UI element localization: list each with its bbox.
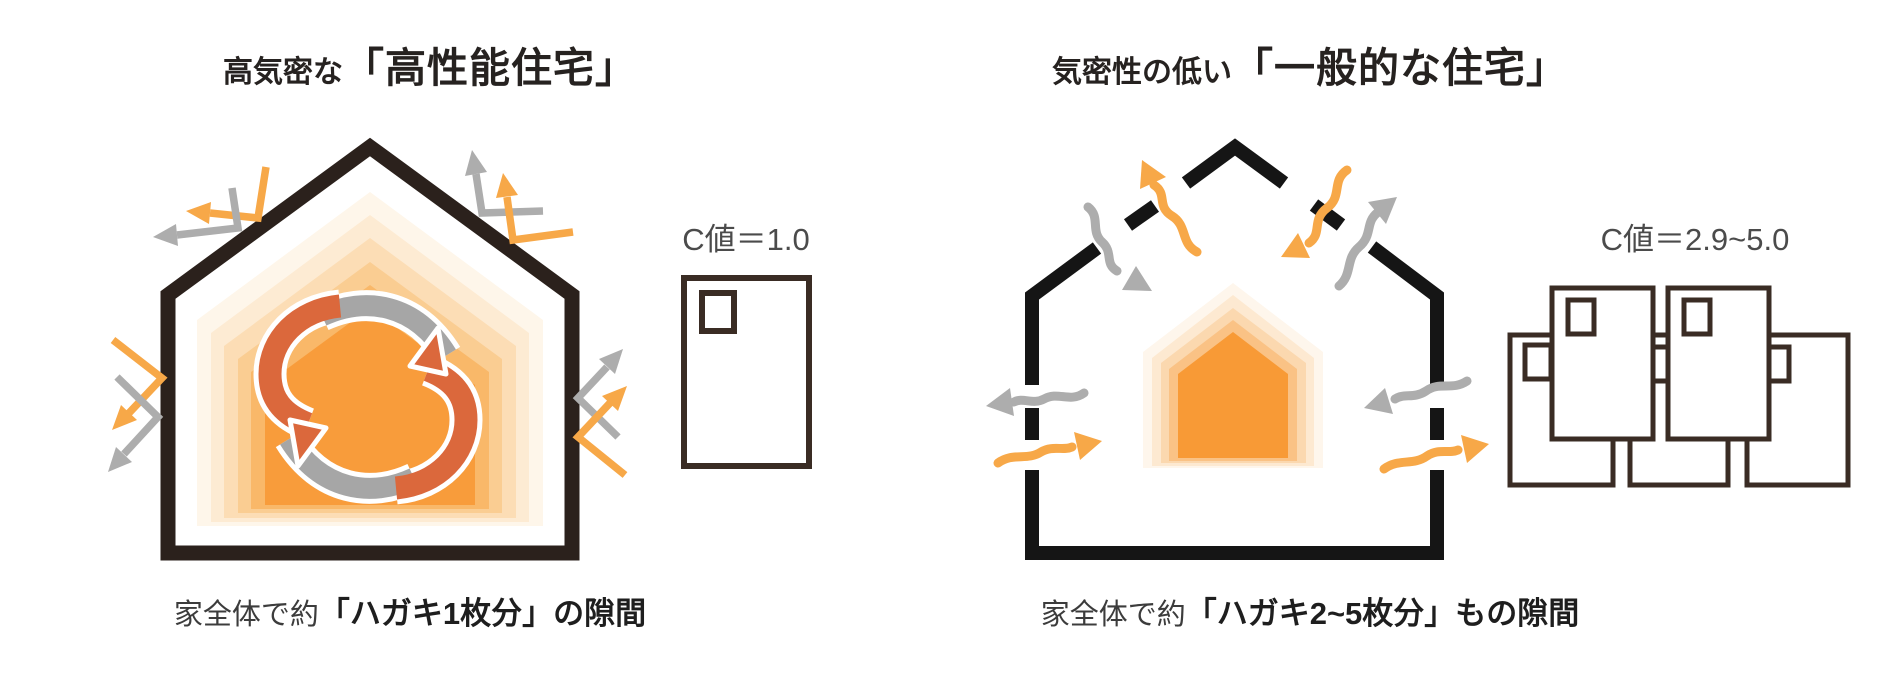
right-title-prefix: 気密性の低い	[1052, 56, 1232, 89]
wavy-draft-arrow-icon	[1334, 197, 1397, 291]
right-title-main: 「一般的な住宅」	[1232, 45, 1568, 91]
left-house-title: 高気密な「高性能住宅」	[130, 34, 730, 94]
stamp-icon	[1565, 297, 1597, 337]
leaky-house-dashed-outline-icon	[1025, 138, 1444, 560]
postcard-with-stamp-icon	[1665, 285, 1772, 442]
wavy-draft-arrow-icon	[986, 388, 1089, 416]
wavy-draft-arrow-icon	[1140, 160, 1202, 257]
postcard-with-stamp-icon	[1549, 285, 1656, 442]
stamp-icon	[1681, 297, 1713, 337]
reflected-air-arrow-icon	[153, 166, 270, 246]
stamp-icon	[1522, 342, 1554, 382]
right-house-caption: 家全体で約「ハガキ2~5枚分」もの隙間	[990, 588, 1630, 633]
wavy-draft-arrow-icon	[993, 432, 1102, 468]
stamp-icon	[699, 290, 737, 334]
right-caption-suffix: もの隙間	[1455, 596, 1580, 631]
left-title-prefix: 高気密な	[223, 56, 343, 89]
reflected-air-arrow-icon	[572, 349, 628, 478]
right-c-value-label: C値＝2.9~5.0	[1600, 222, 1790, 257]
reflected-air-arrow-icon	[465, 150, 574, 245]
right-caption-prefix: 家全体で約	[1040, 599, 1186, 631]
reflected-air-arrow-icon	[108, 337, 168, 472]
left-title-main: 「高性能住宅」	[343, 45, 637, 91]
postcard-stack	[1507, 285, 1851, 488]
left-c-value-label: C値＝1.0	[682, 222, 810, 257]
right-caption-emphasis: 「ハガキ2~5枚分」	[1185, 596, 1456, 631]
wavy-draft-arrows	[986, 160, 1489, 474]
heat-gradient-rings-small	[1143, 283, 1323, 468]
left-caption-prefix: 家全体で約	[173, 599, 319, 631]
heat-circulation-cycle-icon	[253, 289, 483, 505]
wavy-draft-arrow-icon	[1364, 376, 1472, 414]
left-house-caption: 家全体で約「ハガキ1枚分」の隙間	[90, 588, 730, 633]
wavy-draft-arrow-icon	[1083, 202, 1152, 291]
reflected-air-arrows	[108, 150, 628, 478]
left-caption-emphasis: 「ハガキ1枚分」	[318, 596, 554, 631]
right-house-title: 気密性の低い「一般的な住宅」	[1010, 34, 1610, 94]
left-caption-suffix: の隙間	[553, 596, 647, 631]
right-house-group	[986, 138, 1851, 560]
postcard-with-stamp-icon	[681, 275, 812, 469]
wavy-draft-arrow-icon	[1379, 435, 1489, 474]
wavy-draft-arrow-icon	[1281, 165, 1352, 258]
left-house-group	[108, 137, 812, 561]
